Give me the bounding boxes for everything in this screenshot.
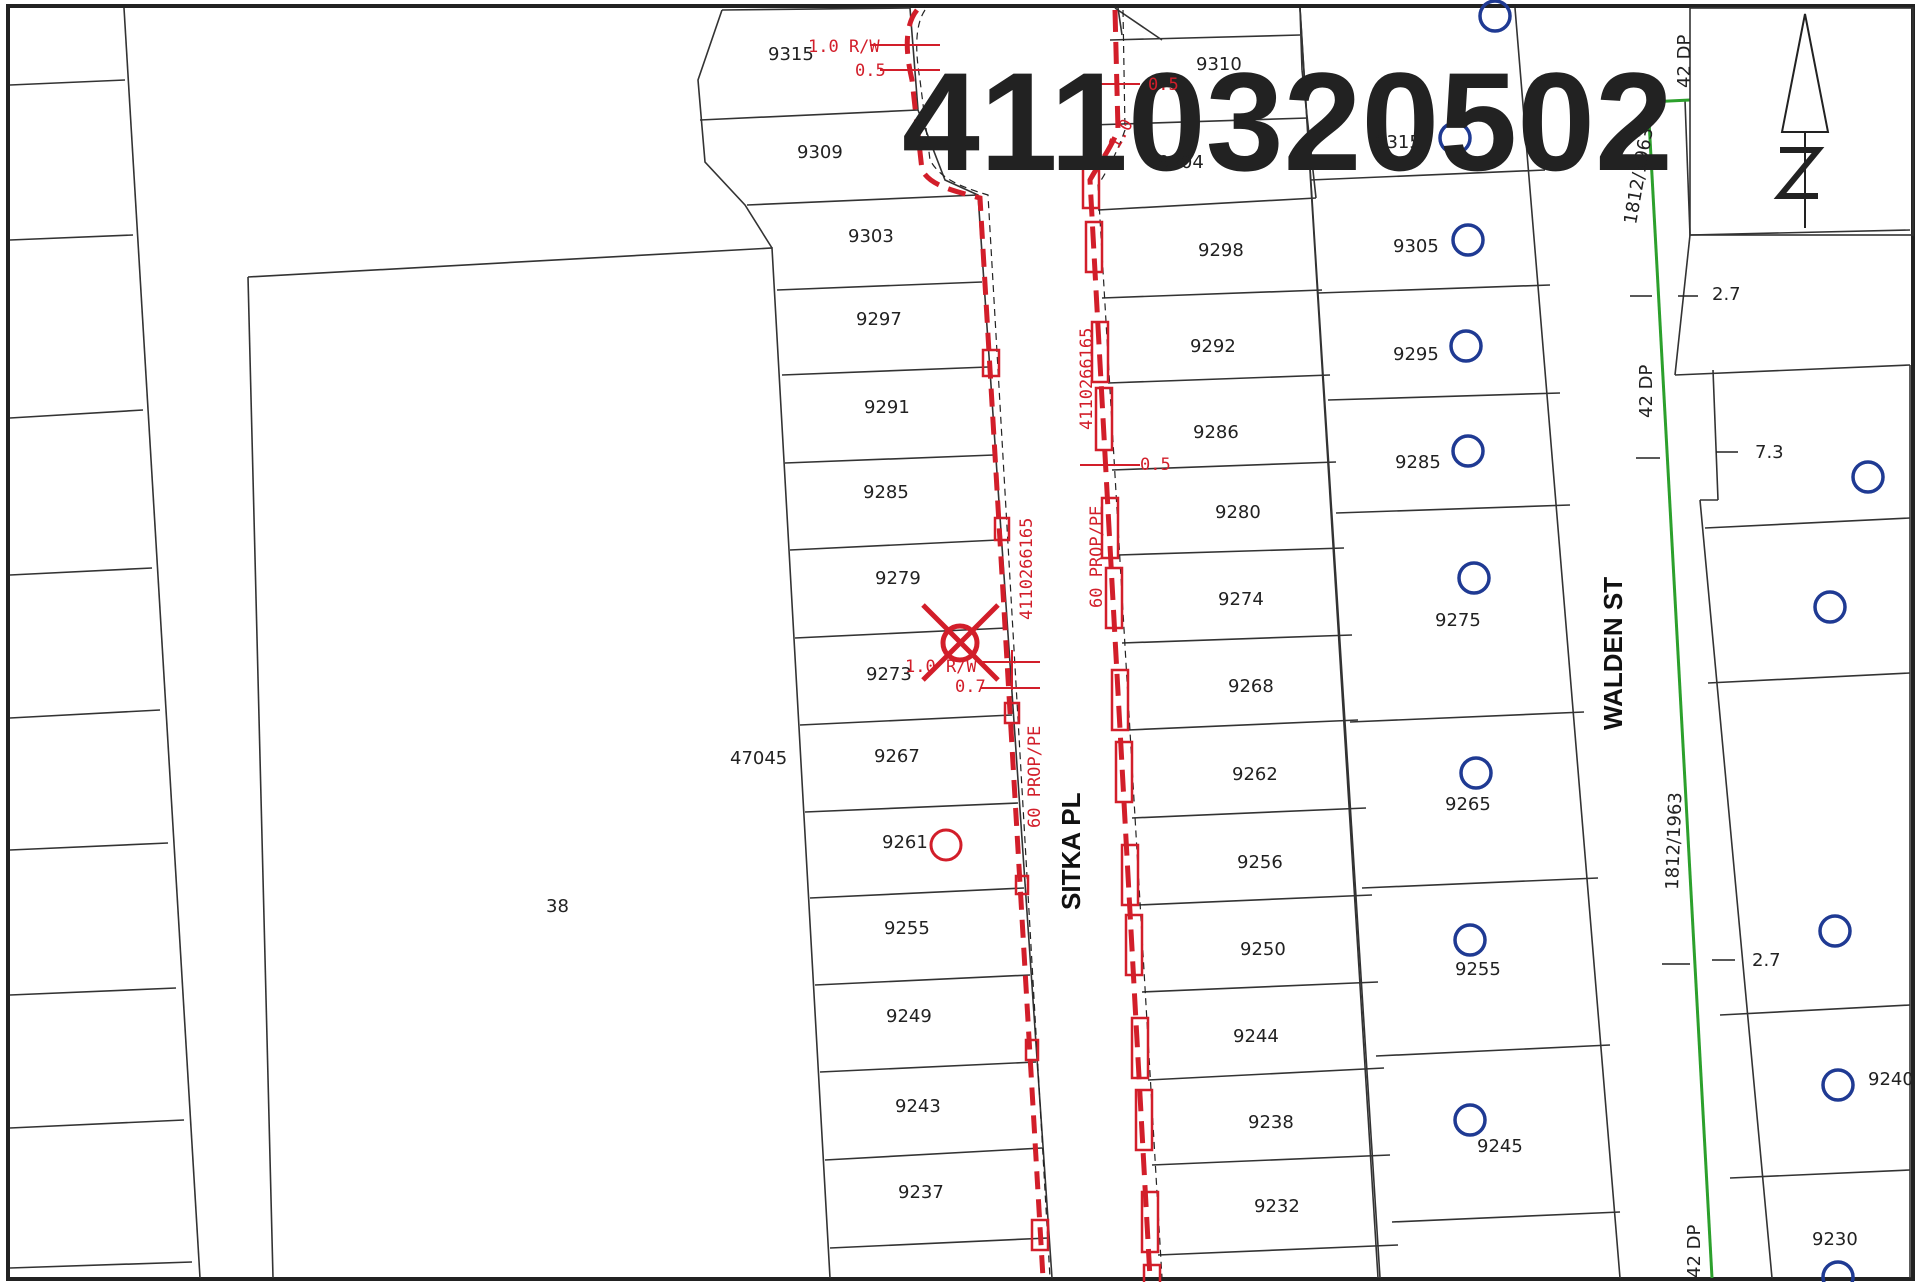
row-line xyxy=(1646,101,1714,1279)
parcel-label: 9286 xyxy=(1193,422,1239,443)
parcel-large: 47045 xyxy=(730,748,787,769)
west-sitka-parcel-labels: 9315 9309 9303 9297 9291 9285 9279 9273 … xyxy=(768,44,944,1203)
gas-main-east xyxy=(1087,9,1163,1279)
main-id-label: 4110266165 xyxy=(1077,328,1097,430)
parcel-label: 9274 xyxy=(1218,589,1264,610)
east-sitka-parcel-labels: 9310 9304 9298 9292 9286 9280 9274 9268 … xyxy=(1158,54,1300,1217)
parcel-label: 9262 xyxy=(1232,764,1278,785)
row-line-top xyxy=(1647,98,1691,104)
parcel-label: 9297 xyxy=(856,309,902,330)
parcel-label: 9285 xyxy=(1395,452,1441,473)
parcel-label: 9268 xyxy=(1228,676,1274,697)
street-label-walden: WALDEN ST xyxy=(1598,577,1628,730)
service-markers-west xyxy=(981,348,1050,1252)
parcel-label: 9298 xyxy=(1198,240,1244,261)
meter-blue-markers xyxy=(1438,0,1885,1282)
parcel-label: 9250 xyxy=(1240,939,1286,960)
parcel-label: 9245 xyxy=(1477,1136,1523,1157)
parcel-label: 9243 xyxy=(895,1096,941,1117)
parcel-label: 9273 xyxy=(866,664,912,685)
meter-red-icon xyxy=(929,828,963,862)
parcel-label: 9240 xyxy=(1868,1069,1914,1090)
dimension-label: 2.7 xyxy=(1752,950,1781,971)
dimension-label: 7.3 xyxy=(1755,442,1784,463)
parcel-label: 9309 xyxy=(797,142,843,163)
parcel-38: 38 xyxy=(546,896,569,917)
west-sitka-lots xyxy=(697,7,1053,1279)
parcel-label: 9315 xyxy=(768,44,814,65)
parcel-label: 9244 xyxy=(1233,1026,1279,1047)
removal-cross-icon xyxy=(921,603,1000,682)
rw-label-mid: 1.0 R/W xyxy=(905,657,977,677)
east-walden-lots xyxy=(1674,99,1911,1279)
black-dimension-lines xyxy=(1630,295,1738,965)
parcel-label: 9291 xyxy=(864,397,910,418)
offset-label: 0.5 xyxy=(1140,455,1171,475)
dp-label: 42 DP xyxy=(1636,365,1657,418)
parcel-label: 9265 xyxy=(1445,794,1491,815)
parcel-label: 9305 xyxy=(1393,236,1439,257)
dp-label: 42 DP xyxy=(1674,35,1695,88)
offset-label: 0.5 xyxy=(855,61,886,81)
parcel-label: 9303 xyxy=(848,226,894,247)
parcel-label: 9249 xyxy=(886,1006,932,1027)
parcel-label: 9279 xyxy=(875,568,921,589)
pipe-spec-label: 60 PROP/PE xyxy=(1087,506,1107,608)
street-label-sitka: SITKA PL xyxy=(1056,792,1086,910)
parcel-label: 9315 xyxy=(1375,132,1421,153)
west-walden-parcel-labels: 9315 9305 9295 9285 9275 9265 9255 9245 xyxy=(1375,132,1523,1157)
parcel-label: 9238 xyxy=(1248,1112,1294,1133)
red-annotations: 1.0 R/W 0.5 0.5 1.0 0.5 1.0 R/W 0.7 4110… xyxy=(808,37,1179,828)
parcel-label: 9256 xyxy=(1237,852,1283,873)
service-markers-east xyxy=(1081,160,1162,1282)
parcel-label: 9255 xyxy=(884,918,930,939)
row-label: 1812/1963 xyxy=(1662,792,1686,890)
red-dimension-lines xyxy=(870,44,1140,690)
parcel-label: 9285 xyxy=(863,482,909,503)
parcel-label: 9280 xyxy=(1215,502,1261,523)
parcel-label: 9255 xyxy=(1455,959,1501,980)
dp-label: 42 DP xyxy=(1684,1225,1705,1278)
parcel-label: 9304 xyxy=(1158,152,1204,173)
main-id-label: 4110266165 xyxy=(1017,518,1037,620)
parcel-label: 9237 xyxy=(898,1182,944,1203)
parcel-label: 9292 xyxy=(1190,336,1236,357)
dimension-label: 2.7 xyxy=(1712,284,1741,305)
north-arrow-icon xyxy=(1689,7,1914,236)
parcel-label: 9295 xyxy=(1393,344,1439,365)
east-sitka-lots xyxy=(1089,7,1621,1279)
parcel-label: 9275 xyxy=(1435,610,1481,631)
parcel-label: 9230 xyxy=(1812,1229,1858,1250)
parcel-label: 9310 xyxy=(1196,54,1242,75)
pipe-spec-label: 60 PROP/PE xyxy=(1025,726,1045,828)
east-walden-parcel-labels: 9240 9230 xyxy=(1812,1069,1914,1250)
map-id-title: 4110320502 xyxy=(902,43,1673,200)
gas-main-west xyxy=(904,8,1051,1279)
parcel-label: 9261 xyxy=(882,832,928,853)
parcel-label: 9232 xyxy=(1254,1196,1300,1217)
rw-label-top: 1.0 R/W xyxy=(808,37,880,57)
map-frame xyxy=(6,4,1915,1281)
left-lots xyxy=(9,7,201,1279)
offset-label: 0.5 xyxy=(1148,75,1179,95)
parcel-label: 9267 xyxy=(874,746,920,767)
offset-label: 0.7 xyxy=(955,677,986,697)
